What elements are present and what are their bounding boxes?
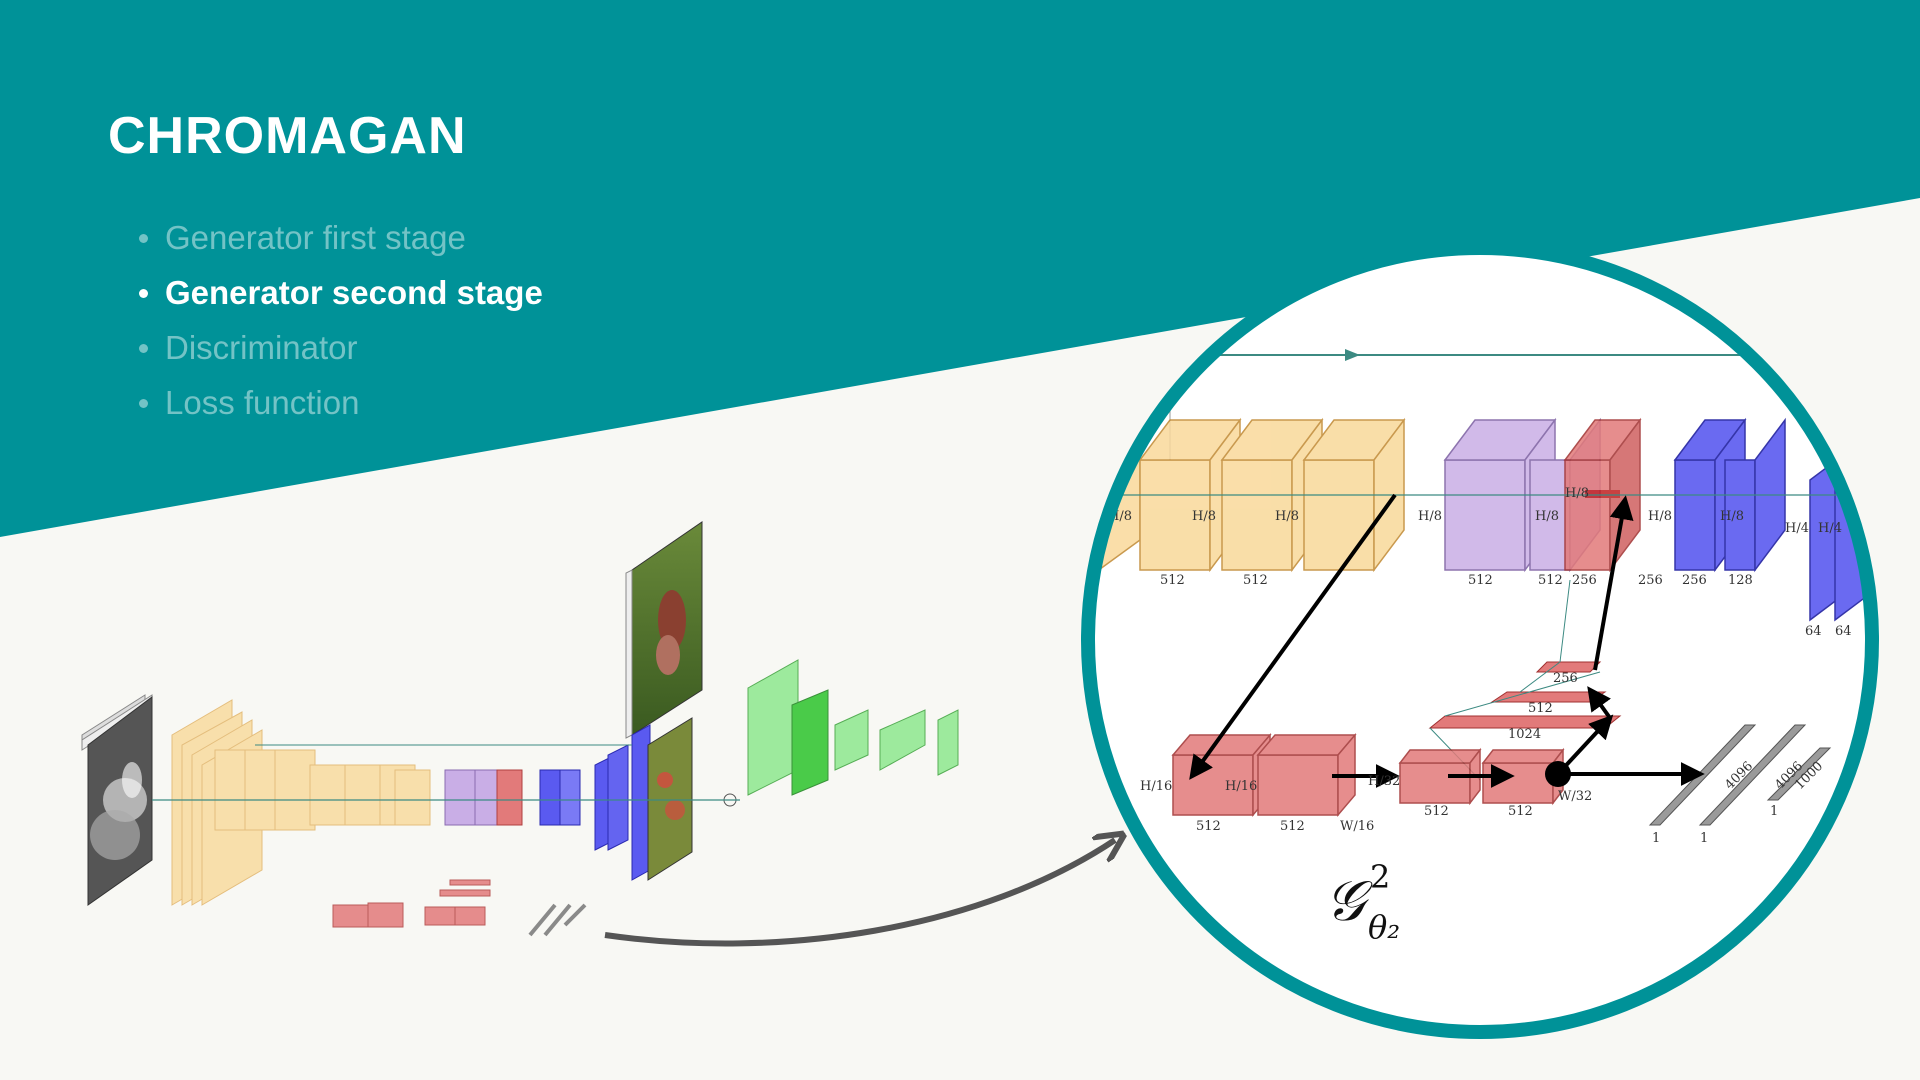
svg-text:W/16: W/16 [1340,819,1374,834]
svg-text:1: 1 [1652,831,1660,846]
zoom-connector-arrow [604,840,1115,947]
svg-text:1: 1 [1700,831,1708,846]
svg-text:512: 512 [1424,804,1449,819]
svg-text:H/8: H/8 [1720,509,1744,524]
svg-text:H/8: H/8 [1192,509,1216,524]
input-grayscale-image [81,694,153,906]
purple-red-blue-small-blocks [444,717,737,881]
svg-text:64: 64 [1835,624,1852,639]
svg-text:1: 1 [1770,804,1778,819]
svg-text:H/4: H/4 [1818,521,1842,536]
bullet-loss-function: Loss function [135,375,543,430]
svg-text:θ₂: θ₂ [1368,908,1400,946]
svg-text:512: 512 [1196,819,1221,834]
zoom-circle: H/8 H/8 H/8 H/8 H/8 H/8 H/8 H/8 H/4 H/4 … [1081,241,1879,1039]
svg-text:256: 256 [1553,671,1578,686]
bullet-list: Generator first stage Generator second s… [135,210,543,430]
svg-text:512: 512 [1508,804,1533,819]
svg-text:H/4: H/4 [1785,521,1809,536]
slide-title: CHROMAGAN [108,107,467,165]
svg-text:H/8: H/8 [1535,509,1559,524]
zoom-stacked-bars [1428,579,1622,781]
red-bottom-small-blocks [332,879,587,937]
svg-text:2: 2 [1370,858,1390,896]
svg-text:64: 64 [1805,624,1822,639]
svg-text:H/8: H/8 [1648,509,1672,524]
svg-text:512: 512 [1528,701,1553,716]
svg-text:256: 256 [1682,573,1707,588]
bullet-generator-second-stage: Generator second stage [135,265,543,320]
svg-text:H/8: H/8 [1565,486,1589,501]
zoom-black-arrows [1189,493,1705,788]
svg-text:512: 512 [1280,819,1305,834]
svg-text:H/8: H/8 [1275,509,1299,524]
zoom-junction-dot [1545,761,1571,787]
colorized-output-image [625,521,703,739]
svg-text:H/16: H/16 [1225,779,1257,794]
svg-text:W/32: W/32 [1558,789,1592,804]
bullet-discriminator: Discriminator [135,320,543,375]
svg-text:1024: 1024 [1508,727,1541,742]
svg-text:256: 256 [1638,573,1663,588]
small-network-diagram [81,521,959,937]
bullet-generator-first-stage: Generator first stage [135,210,543,265]
svg-text:512: 512 [1160,573,1185,588]
svg-text:128: 128 [1728,573,1753,588]
svg-text:512: 512 [1243,573,1268,588]
green-discriminator-blocks [747,659,959,796]
svg-text:H/8: H/8 [1418,509,1442,524]
yellow-encoder-blocks [171,699,431,906]
svg-text:H/16: H/16 [1140,779,1172,794]
svg-text:H/32: H/32 [1368,774,1400,789]
svg-text:512: 512 [1468,573,1493,588]
svg-text:256: 256 [1572,573,1597,588]
svg-text:512: 512 [1538,573,1563,588]
